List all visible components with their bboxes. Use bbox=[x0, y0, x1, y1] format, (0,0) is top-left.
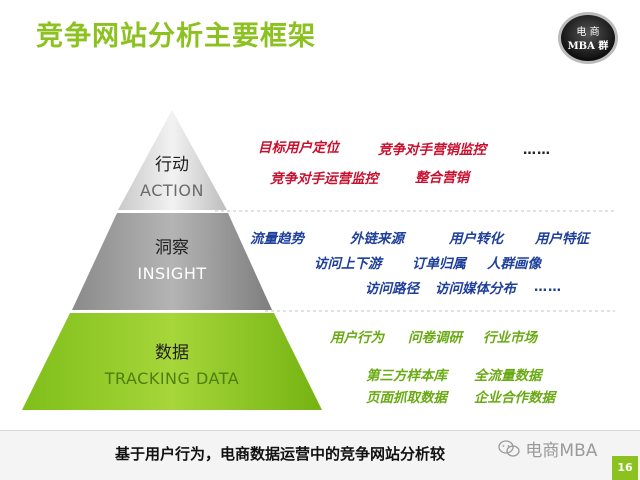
tier-insight-en: INSIGHT bbox=[137, 264, 207, 283]
footer-divider bbox=[0, 430, 640, 431]
action-more: …… bbox=[523, 143, 551, 158]
wechat-icon bbox=[498, 440, 520, 457]
insight-item: 访问路径 bbox=[365, 281, 419, 297]
tier-action-label: 行动 ACTION bbox=[72, 150, 272, 200]
tier-data-label: 数据 TRACKING DATA bbox=[72, 338, 272, 388]
page-number: 16 bbox=[612, 456, 638, 480]
tier-data-en: TRACKING DATA bbox=[104, 369, 240, 388]
footer-caption: 基于用户行为，电商数据运营中的竞争网站分析较 bbox=[115, 445, 446, 463]
insight-item: 订单归属 bbox=[412, 256, 466, 272]
action-item: 目标用户定位 bbox=[258, 140, 339, 156]
logo-badge: 电 商 MBA 群 bbox=[556, 10, 620, 66]
insight-item: 流量趋势 bbox=[250, 231, 304, 247]
footer-bar bbox=[0, 430, 640, 480]
logo-icon: 电 商 MBA 群 bbox=[558, 12, 618, 64]
data-item: 用户行为 bbox=[330, 330, 384, 346]
data-item: 第三方样本库 bbox=[366, 368, 447, 384]
insight-item: 外链来源 bbox=[350, 231, 404, 247]
pyramid-tier-insight bbox=[72, 213, 272, 310]
tier-insight-cn: 洞察 bbox=[155, 238, 189, 258]
insight-item: 人群画像 bbox=[487, 256, 541, 272]
logo-line1: 电 商 bbox=[576, 25, 599, 38]
data-item: 企业合作数据 bbox=[474, 390, 555, 406]
insight-item: 访问上下游 bbox=[314, 256, 382, 272]
watermark: 电商MBA bbox=[498, 436, 597, 461]
logo-line2: MBA 群 bbox=[568, 39, 609, 52]
data-item: 页面抓取数据 bbox=[366, 390, 447, 406]
watermark-text: 电商MBA bbox=[525, 441, 598, 461]
insight-item: 用户特征 bbox=[535, 231, 589, 247]
data-item: 问卷调研 bbox=[408, 330, 462, 346]
pyramid-tier-action bbox=[118, 110, 227, 210]
tier-action-cn: 行动 bbox=[155, 155, 189, 175]
data-item: 全流量数据 bbox=[474, 368, 542, 384]
tier-action-en: ACTION bbox=[140, 181, 204, 200]
tier-insight-label: 洞察 INSIGHT bbox=[72, 233, 272, 283]
insight-item: 访问媒体分布 bbox=[435, 281, 516, 297]
data-item: 行业市场 bbox=[483, 330, 537, 346]
action-item: 整合营销 bbox=[415, 170, 469, 186]
slide-title: 竞争网站分析主要框架 bbox=[36, 21, 316, 52]
tier-data-cn: 数据 bbox=[155, 343, 189, 363]
action-item: 竞争对手营销监控 bbox=[378, 142, 486, 158]
insight-more: …… bbox=[534, 280, 562, 295]
action-item: 竞争对手运营监控 bbox=[270, 171, 378, 187]
pyramid-tier-data bbox=[22, 313, 322, 410]
pyramid-diagram bbox=[22, 110, 615, 410]
insight-item: 用户转化 bbox=[449, 231, 503, 247]
